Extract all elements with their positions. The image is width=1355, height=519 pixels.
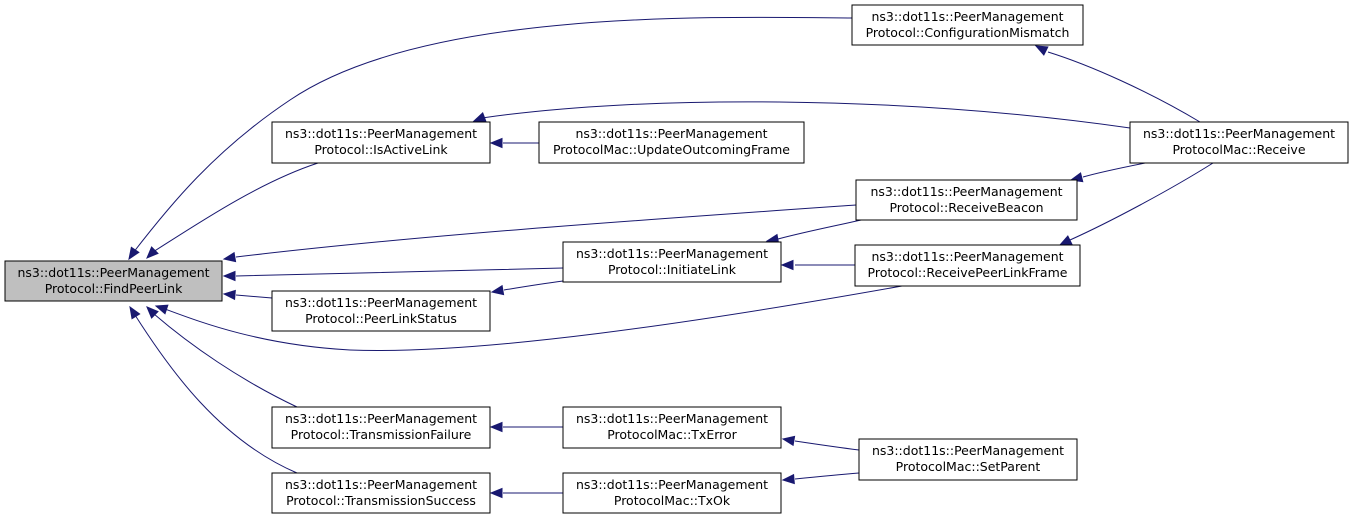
arrow-head — [222, 270, 236, 282]
edges-layer — [128, 16, 1214, 499]
node-find-peer-link[interactable]: ns3::dot11s::PeerManagement Protocol::Fi… — [4, 260, 223, 302]
node-label-line2: Protocol::ReceiveBeacon — [889, 200, 1043, 215]
edge-tx-ok-to-transmission-success — [489, 487, 564, 499]
node-transmission-failure[interactable]: ns3::dot11s::PeerManagement Protocol::Tr… — [271, 406, 491, 449]
node-label-line2: Protocol::FindPeerLink — [45, 281, 183, 296]
node-label-line2: ProtocolMac::TxOk — [614, 493, 731, 508]
node-mac-receive[interactable]: ns3::dot11s::PeerManagement ProtocolMac:… — [1129, 121, 1349, 164]
node-label-line1: ns3::dot11s::PeerManagement — [575, 126, 767, 141]
edge-update-outcoming-frame-to-is-active-link — [489, 137, 540, 149]
node-label-line1: ns3::dot11s::PeerManagement — [871, 9, 1063, 24]
node-is-active-link[interactable]: ns3::dot11s::PeerManagement Protocol::Is… — [271, 121, 491, 164]
edge-receive-peer-link-frame-to-initiate-link — [780, 259, 856, 271]
arrow-head — [128, 246, 140, 261]
edge-mac-receive-to-is-active-link — [472, 101, 1131, 129]
node-label-line1: ns3::dot11s::PeerManagement — [285, 477, 477, 492]
node-initiate-link[interactable]: ns3::dot11s::PeerManagement Protocol::In… — [562, 241, 782, 283]
node-receive-beacon[interactable]: ns3::dot11s::PeerManagement Protocol::Re… — [855, 179, 1078, 221]
edge-configuration-mismatch-to-find-peer-link — [128, 16, 853, 261]
arrow-head — [472, 112, 487, 122]
edge-initiate-link-to-peer-link-status — [490, 280, 564, 296]
arrow-head — [780, 259, 794, 271]
node-label-line1: ns3::dot11s::PeerManagement — [872, 443, 1064, 458]
node-label-line2: Protocol::ReceivePeerLinkFrame — [868, 265, 1068, 280]
arrow-head — [489, 421, 503, 433]
node-label-line2: Protocol::IsActiveLink — [314, 142, 448, 157]
node-label-line1: ns3::dot11s::PeerManagement — [576, 411, 768, 426]
node-label-line2: ProtocolMac::Receive — [1172, 142, 1305, 157]
edge-transmission-failure-to-find-peer-link — [146, 306, 298, 408]
node-label-line1: ns3::dot11s::PeerManagement — [17, 265, 209, 280]
node-label-line1: ns3::dot11s::PeerManagement — [870, 184, 1062, 199]
edge-mac-receive-to-receive-beacon — [1069, 162, 1146, 183]
node-label-line2: ProtocolMac::TxError — [607, 427, 737, 442]
arrow-head — [781, 435, 796, 447]
nodes-layer: ns3::dot11s::PeerManagement Protocol::Fi… — [4, 4, 1349, 514]
node-label-line2: Protocol::TransmissionSuccess — [286, 493, 476, 508]
node-peer-link-status[interactable]: ns3::dot11s::PeerManagement Protocol::Pe… — [271, 290, 491, 332]
arrow-head — [489, 487, 503, 499]
node-label-line1: ns3::dot11s::PeerManagement — [576, 246, 768, 261]
node-label-line1: ns3::dot11s::PeerManagement — [285, 126, 477, 141]
edge-mac-receive-to-configuration-mismatch — [1034, 45, 1201, 123]
node-update-outcoming-frame[interactable]: ns3::dot11s::PeerManagement ProtocolMac:… — [538, 121, 805, 164]
edge-receive-peer-link-frame-to-find-peer-link — [154, 285, 903, 351]
edge-mac-receive-to-receive-peer-link-frame — [1058, 162, 1214, 246]
node-label-line1: ns3::dot11s::PeerManagement — [285, 295, 477, 310]
node-tx-ok[interactable]: ns3::dot11s::PeerManagement ProtocolMac:… — [562, 472, 782, 514]
arrow-head — [154, 304, 169, 315]
arrow-head — [222, 251, 237, 263]
node-label-line1: ns3::dot11s::PeerManagement — [1143, 126, 1335, 141]
edge-peer-link-status-to-find-peer-link — [222, 289, 273, 301]
node-label-line2: Protocol::PeerLinkStatus — [305, 311, 457, 326]
edge-tx-error-to-transmission-failure — [489, 421, 563, 433]
edge-is-active-link-to-find-peer-link — [146, 162, 319, 259]
edge-transmission-success-to-find-peer-link — [129, 305, 298, 474]
edge-set-parent-to-tx-ok — [781, 472, 860, 485]
node-label-line2: ProtocolMac::SetParent — [896, 459, 1041, 474]
arrow-head — [490, 284, 505, 296]
node-label-line1: ns3::dot11s::PeerManagement — [576, 477, 768, 492]
arrow-head — [1058, 235, 1073, 246]
node-label-line2: Protocol::InitiateLink — [608, 262, 737, 277]
edge-set-parent-to-tx-error — [781, 435, 860, 451]
arrow-head — [129, 305, 141, 320]
arrow-head — [146, 306, 159, 319]
node-label-line2: Protocol::TransmissionFailure — [291, 427, 472, 442]
arrow-head — [222, 289, 236, 301]
arrow-head — [489, 137, 503, 149]
node-transmission-success[interactable]: ns3::dot11s::PeerManagement Protocol::Tr… — [271, 472, 491, 514]
node-tx-error[interactable]: ns3::dot11s::PeerManagement ProtocolMac:… — [562, 406, 782, 449]
node-set-parent[interactable]: ns3::dot11s::PeerManagement ProtocolMac:… — [858, 438, 1078, 481]
node-receive-peer-link-frame[interactable]: ns3::dot11s::PeerManagement Protocol::Re… — [854, 244, 1081, 287]
edge-receive-beacon-to-initiate-link — [765, 217, 871, 245]
node-label-line1: ns3::dot11s::PeerManagement — [871, 249, 1063, 264]
edge-initiate-link-to-find-peer-link — [222, 267, 564, 282]
arrow-head — [781, 473, 795, 485]
node-configuration-mismatch[interactable]: ns3::dot11s::PeerManagement Protocol::Co… — [851, 4, 1084, 46]
node-label-line2: ProtocolMac::UpdateOutcomingFrame — [553, 142, 790, 157]
arrow-head — [1034, 45, 1049, 56]
arrow-head — [146, 246, 159, 259]
edge-receive-beacon-to-find-peer-link — [222, 204, 857, 263]
node-label-line2: Protocol::ConfigurationMismatch — [866, 25, 1070, 40]
node-label-line1: ns3::dot11s::PeerManagement — [285, 411, 477, 426]
